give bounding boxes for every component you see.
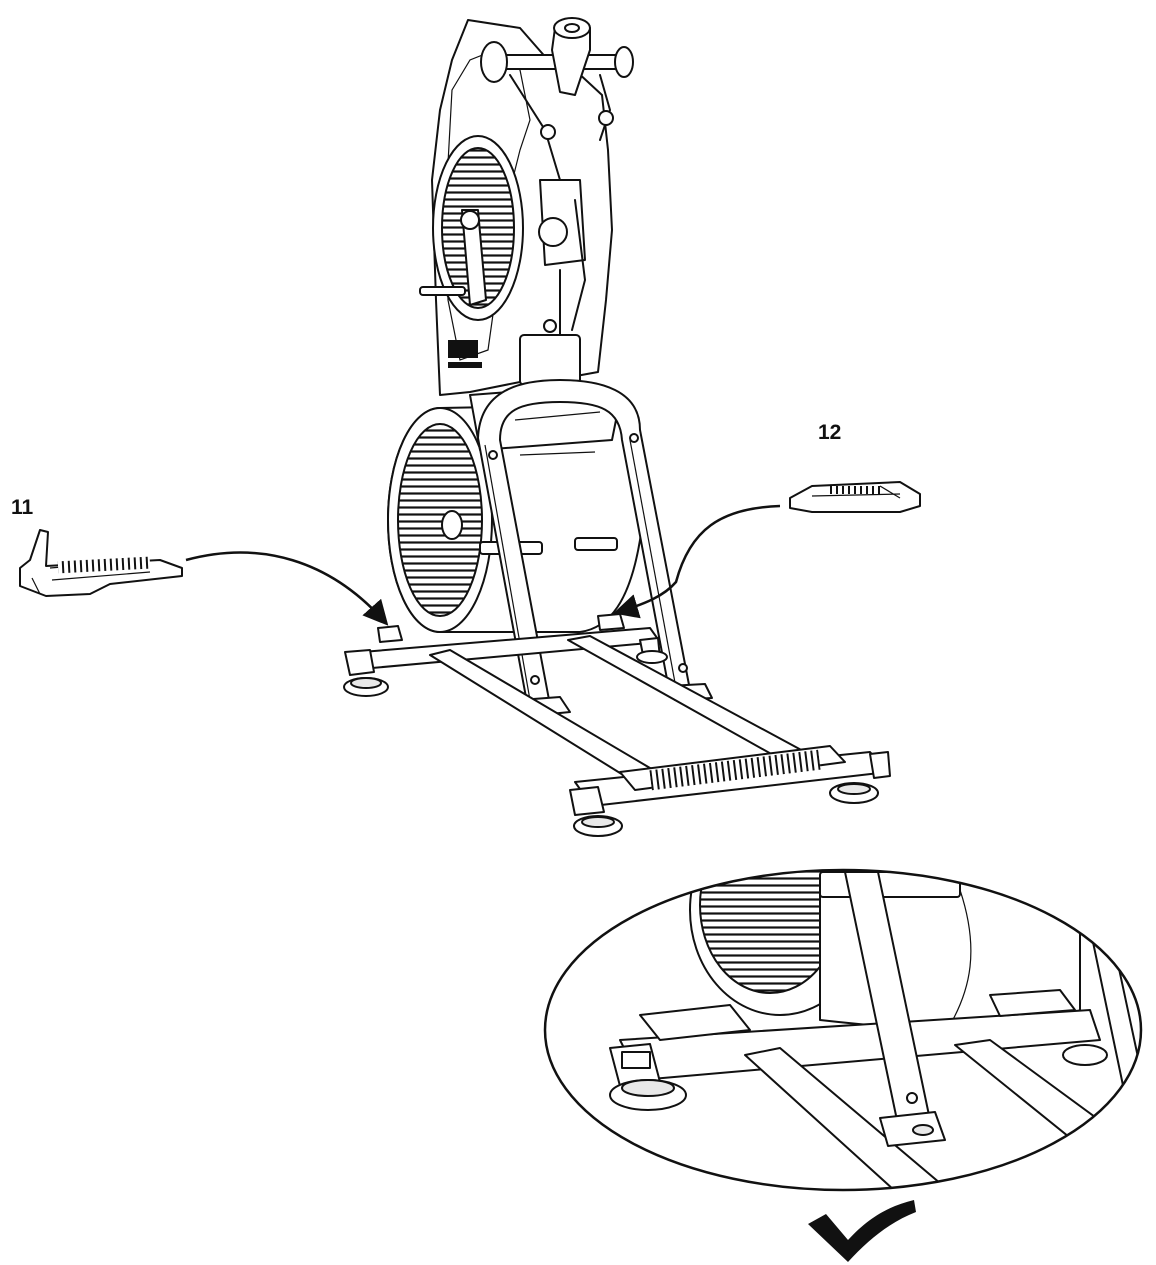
part-11-left-foot-pedal [19,529,183,597]
assembly-arrows [185,504,781,626]
air-bike-illustration [343,17,891,837]
leveler-feet [343,650,879,837]
part-12-right-foot-pedal [789,481,921,513]
detail-magnifier-ellipse [543,868,1143,1192]
callout-label-11: 11 [11,496,34,519]
checkmark-icon [808,1200,916,1262]
callout-label-12: 12 [818,421,842,444]
